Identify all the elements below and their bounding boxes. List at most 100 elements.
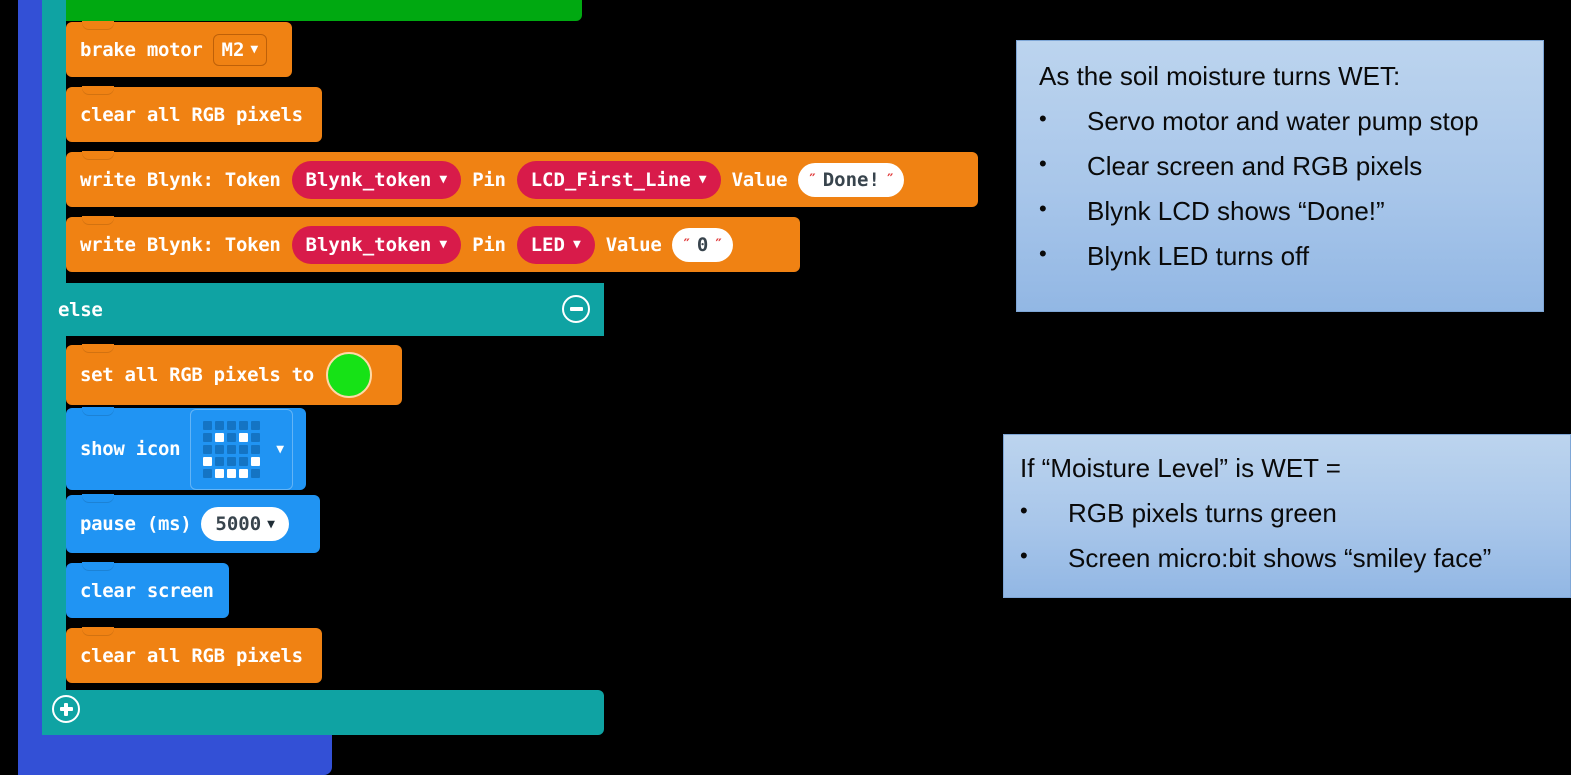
motor-dropdown[interactable]: M2 ▼ (212, 33, 268, 66)
led-pixel (215, 468, 225, 478)
callout-1-list: • Servo motor and water pump stop • Clea… (1039, 104, 1521, 274)
clear-rgb-label: clear all RGB pixels (80, 103, 303, 126)
callout-2-heading: If “Moisture Level” is WET = (1020, 453, 1341, 483)
led-pixel (203, 468, 213, 478)
block-brake-motor[interactable]: brake motor M2 ▼ (66, 21, 292, 77)
value-field-led-value: 0 (696, 233, 709, 256)
pin-dropdown-led[interactable]: LED ▼ (516, 225, 595, 264)
value-label-led: Value (605, 233, 662, 256)
pause-label: pause (ms) (80, 513, 192, 535)
token-dropdown-lcd-value: Blynk_token (305, 168, 432, 191)
led-pixel (203, 456, 213, 466)
led-pixel (251, 444, 261, 454)
value-label-lcd: Value (731, 168, 788, 191)
led-pixel (251, 456, 261, 466)
block-clear-all-rgb-pixels-1[interactable]: clear all RGB pixels (66, 86, 322, 142)
led-pixel (203, 420, 213, 430)
list-item: • RGB pixels turns green (1020, 496, 1554, 531)
outer-event-block[interactable] (18, 0, 42, 775)
value-field-lcd[interactable]: ″ Done! ″ (798, 162, 905, 197)
pin-dropdown-lcd[interactable]: LCD_First_Line ▼ (516, 160, 721, 199)
clear-screen-label: clear screen (80, 579, 214, 602)
if-else-block-spine[interactable] (42, 0, 66, 735)
quote-open-icon: ″ (682, 236, 691, 253)
icon-dropdown[interactable]: ▼ (190, 408, 294, 490)
led-pixel (251, 432, 261, 442)
led-pixel (227, 456, 237, 466)
value-field-led[interactable]: ″ 0 ″ (672, 227, 733, 262)
list-item-text: Blynk LED turns off (1087, 241, 1310, 272)
chevron-down-icon: ▼ (267, 516, 275, 532)
list-item-text: Screen micro:bit shows “smiley face” (1068, 543, 1492, 574)
led-pixel (239, 444, 249, 454)
bullet-icon: • (1039, 241, 1047, 267)
led-pixel (239, 456, 249, 466)
bullet-icon: • (1039, 151, 1047, 177)
collapse-minus-button[interactable] (562, 295, 590, 323)
else-label: else (58, 298, 103, 321)
value-field-lcd-value: Done! (822, 168, 880, 191)
chevron-down-icon: ▼ (572, 237, 581, 252)
pin-label-led: Pin (472, 233, 506, 256)
outer-event-block-foot[interactable] (18, 735, 332, 775)
block-else-header[interactable]: else (42, 283, 604, 336)
quote-close-icon: ″ (714, 236, 723, 253)
chevron-down-icon: ▼ (276, 441, 285, 457)
list-item: • Servo motor and water pump stop (1039, 104, 1521, 139)
bullet-icon: • (1020, 543, 1028, 569)
minus-icon (569, 307, 583, 311)
led-pixel (227, 420, 237, 430)
block-set-all-rgb-pixels[interactable]: set all RGB pixels to (66, 344, 402, 405)
set-rgb-label: set all RGB pixels to (80, 364, 314, 386)
if-else-block-footer[interactable] (42, 690, 604, 735)
led-pixel (215, 432, 225, 442)
microbit-led-matrix-icon (193, 411, 271, 487)
block-pause[interactable]: pause (ms) 5000 ▼ (66, 494, 320, 553)
led-pixel (239, 432, 249, 442)
block-show-icon[interactable]: show icon ▼ (66, 407, 306, 490)
block-write-blynk-lcd[interactable]: write Blynk: Token Blynk_token ▼ Pin LCD… (66, 151, 978, 207)
callout-1-heading: As the soil moisture turns WET: (1039, 61, 1401, 91)
pin-label-lcd: Pin (472, 168, 506, 191)
write-blynk-led-label: write Blynk: Token (80, 233, 281, 256)
led-pixel (239, 420, 249, 430)
wet-behaviour-callout: As the soil moisture turns WET: • Servo … (1016, 40, 1544, 312)
token-dropdown-led[interactable]: Blynk_token ▼ (291, 225, 462, 264)
previous-green-block[interactable] (66, 0, 582, 21)
led-pixel (203, 444, 213, 454)
block-clear-screen[interactable]: clear screen (66, 562, 229, 618)
list-item: • Blynk LCD shows “Done!” (1039, 194, 1521, 229)
list-item-text: Clear screen and RGB pixels (1087, 151, 1423, 182)
pause-value-dropdown[interactable]: 5000 ▼ (201, 507, 289, 541)
block-write-blynk-led[interactable]: write Blynk: Token Blynk_token ▼ Pin LED… (66, 216, 800, 272)
bullet-icon: • (1039, 106, 1047, 132)
led-pixel (215, 444, 225, 454)
pause-value: 5000 (215, 513, 262, 535)
bullet-icon: • (1020, 498, 1028, 524)
token-dropdown-lcd[interactable]: Blynk_token ▼ (291, 160, 462, 199)
chevron-down-icon: ▼ (698, 172, 707, 187)
list-item-text: Blynk LCD shows “Done!” (1087, 196, 1385, 227)
chevron-down-icon: ▼ (250, 42, 259, 57)
led-pixel (227, 444, 237, 454)
led-pixel (215, 456, 225, 466)
callout-2-list: • RGB pixels turns green • Screen micro:… (1020, 496, 1554, 576)
add-branch-plus-button[interactable] (52, 695, 80, 723)
list-item-text: Servo motor and water pump stop (1087, 106, 1479, 137)
block-clear-all-rgb-pixels-2[interactable]: clear all RGB pixels (66, 627, 322, 683)
led-pixel (227, 468, 237, 478)
plus-icon-vertical (64, 702, 68, 716)
pin-dropdown-lcd-value: LCD_First_Line (530, 168, 691, 191)
list-item: • Clear screen and RGB pixels (1039, 149, 1521, 184)
led-pixel (215, 420, 225, 430)
led-pixel (227, 432, 237, 442)
led-pixel (251, 468, 261, 478)
list-item: • Screen micro:bit shows “smiley face” (1020, 541, 1554, 576)
rgb-color-picker[interactable] (325, 352, 372, 398)
led-pixel (239, 468, 249, 478)
list-item-text: RGB pixels turns green (1068, 498, 1337, 529)
led-pixel (251, 420, 261, 430)
token-dropdown-led-value: Blynk_token (305, 233, 432, 256)
clear-rgb-label-2: clear all RGB pixels (80, 644, 303, 667)
